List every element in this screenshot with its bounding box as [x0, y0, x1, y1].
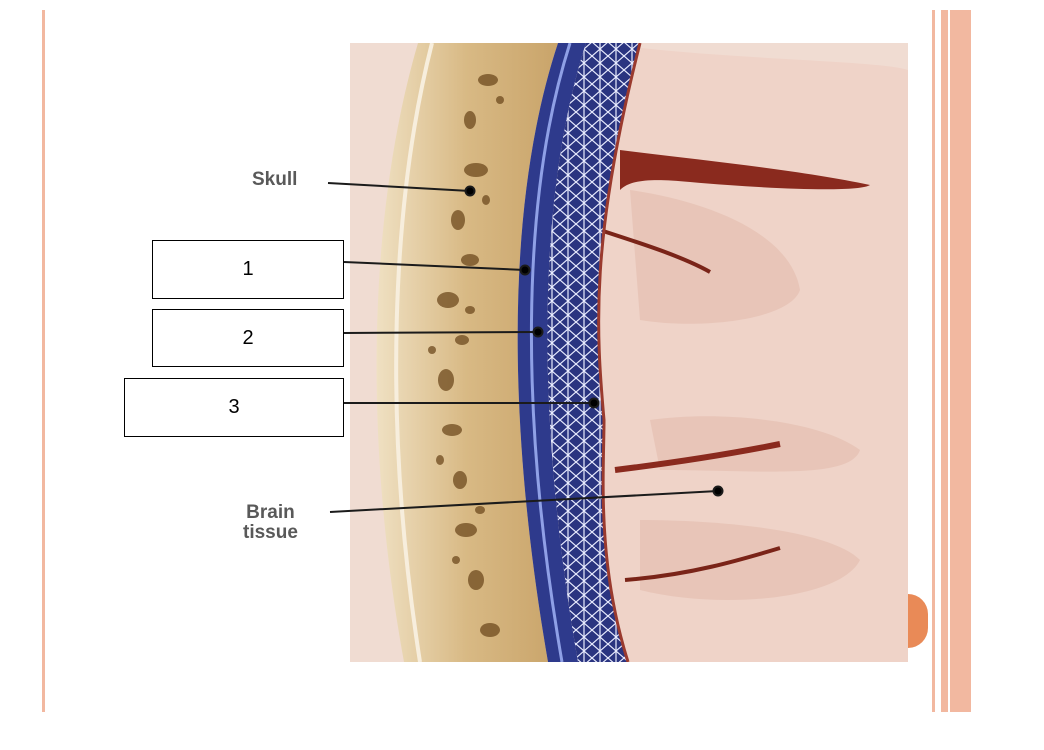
skull-label: Skull: [252, 169, 298, 190]
leader-line-skull: [327, 182, 471, 192]
sulcus: [599, 228, 711, 274]
gyrus-shading: [630, 190, 800, 324]
sulcus: [620, 150, 870, 190]
dura-highlight: [529, 43, 572, 662]
pia-mater: [597, 43, 642, 662]
leader-line-brain: [329, 490, 719, 513]
pointer-dot-2: [532, 326, 544, 338]
right-border-rule: [941, 10, 948, 712]
arachnoid-mater: [547, 43, 640, 662]
answer-box-2[interactable]: 2: [152, 309, 344, 367]
diploe-spongy-bone: [428, 74, 504, 637]
pointer-dot-skull: [464, 185, 476, 197]
brain-tissue-region: [600, 43, 908, 662]
right-border-rule: [932, 10, 935, 712]
answer-box-1[interactable]: 1: [152, 240, 344, 299]
answer-box-3[interactable]: 3: [124, 378, 344, 437]
sulcus: [614, 441, 781, 473]
skull-outer-table: [394, 43, 434, 662]
slide-tab-marker: [908, 594, 928, 648]
brain-label-line1: Brain: [246, 502, 295, 523]
leader-lines: [327, 182, 724, 513]
anatomy-illustration: [350, 43, 908, 662]
left-border-rule: [42, 10, 45, 712]
brain-tissue-label: Brain tissue: [243, 503, 298, 543]
sulcus: [624, 546, 781, 582]
dura-mater: [517, 43, 586, 662]
pointer-dot-3: [588, 397, 600, 409]
leader-line-2: [343, 331, 539, 334]
pointer-dot-1: [519, 264, 531, 276]
pointer-dot-brain: [712, 485, 724, 497]
right-border-rule: [950, 10, 971, 712]
gyrus-shading: [640, 520, 860, 600]
leader-line-1: [343, 261, 526, 271]
brain-label-line2: tissue: [243, 522, 298, 543]
